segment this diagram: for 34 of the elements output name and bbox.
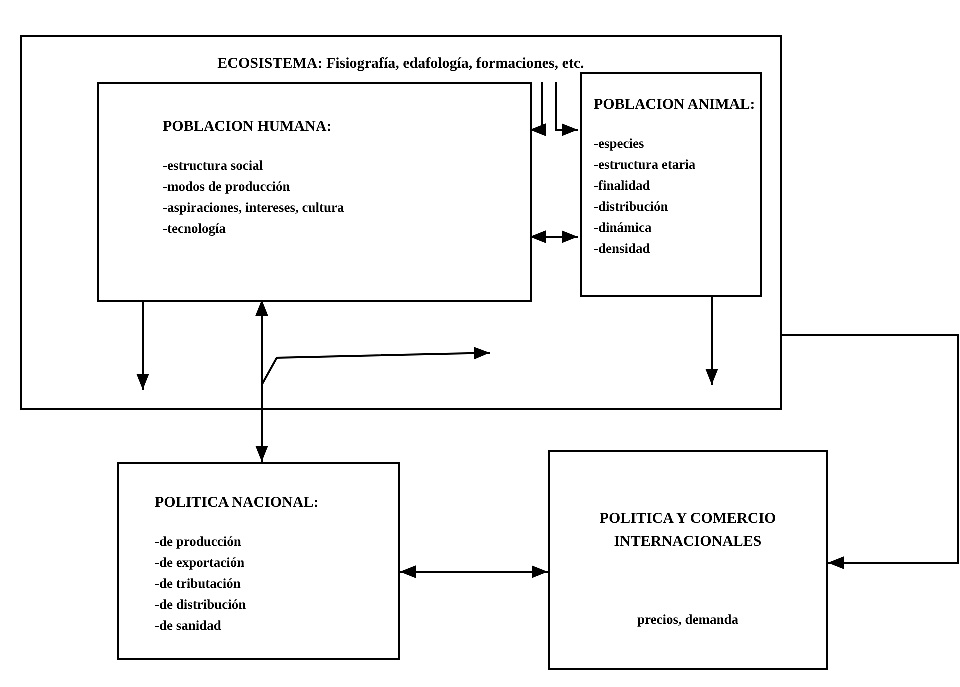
box-heading: POBLACION HUMANA: [163,118,333,137]
list-item: -estructura etaria [594,156,697,174]
arrow [782,334,959,570]
arrow [400,566,548,578]
box-heading: POBLACION ANIMAL: [594,96,756,115]
list-item: -dinámica [594,218,653,236]
list-item: -distribución [594,198,670,216]
list-item: -de tributación [155,574,242,592]
system-box [20,35,782,410]
process-box [97,82,532,302]
list-item: -de distribución [155,596,248,614]
list-item: -de producción [155,532,242,551]
process-box [548,450,828,670]
list-item: -modos de producción [163,178,292,196]
arrow [256,300,268,462]
arrow [530,230,578,244]
list-item: -de exportación [155,554,246,572]
process-box [117,462,400,660]
arrow [706,295,718,385]
box-heading: POLITICA Y COMERCIO INTERNACIONALES [598,510,778,552]
list-item: -aspiraciones, intereses, cultura [163,198,346,217]
list-item: precios, demanda [637,611,738,629]
list-item: -densidad [594,240,652,258]
list-item: -tecnología [163,220,227,238]
arrow [530,82,546,136]
arrow [136,300,150,390]
list-item: -finalidad [594,176,652,194]
list-item: -estructura social [163,156,264,174]
box-heading: POLITICA NACIONAL: [155,494,320,513]
process-box [580,72,762,297]
list-item: -de sanidad [155,616,222,634]
box-heading: ECOSISTEMA: Fisiografía, edafología, formaciones, etc. [218,55,584,74]
list-item: -especies [594,134,646,153]
arrow [555,82,578,136]
